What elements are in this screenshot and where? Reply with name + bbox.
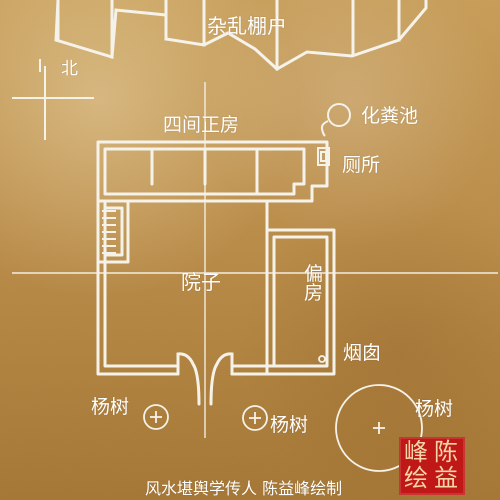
seal-char-bottom-left: 绘 (404, 464, 428, 492)
shacks-label: 杂乱棚户 (207, 14, 287, 38)
toilet-label: 厕所 (342, 154, 381, 176)
tree-mid-circle (242, 405, 268, 431)
septic-tank-circle (327, 103, 351, 127)
seal-char-top-left: 峰 (404, 438, 428, 466)
left-upper-room (96, 199, 130, 264)
north-label: 北 (61, 59, 78, 79)
side-house-label-top: 偏 (304, 263, 324, 285)
chimney-mark (318, 355, 326, 363)
tree-left-label: 杨树 (91, 396, 130, 418)
courtyard-label: 院子 (181, 270, 221, 294)
tree-mid-label: 杨树 (270, 414, 309, 436)
author-seal: 峰 陈 绘 益 (399, 437, 465, 495)
gate-right (209, 352, 234, 406)
tree-left-circle (143, 404, 169, 430)
tree-right-circle (335, 384, 423, 472)
side-house-label: 偏房 偏 房 (304, 265, 323, 303)
septic-tank-label: 化粪池 (361, 105, 419, 127)
toilet-outer (317, 147, 330, 166)
left-upper-wing (96, 199, 180, 376)
gate-left (176, 352, 201, 406)
courtyard-east-inner (272, 235, 329, 368)
main-house-label: 四间正房 (163, 114, 240, 136)
left-upper-room-inner (103, 206, 124, 257)
toilet-inner (320, 151, 327, 162)
side-house-label-bottom: 房 (304, 282, 324, 304)
tree-right-label: 杨树 (415, 398, 454, 420)
footer-credit: 风水堪舆学传人 陈益峰绘制 (145, 479, 343, 498)
main-house-inner-frame (103, 147, 306, 196)
seal-char-bottom-right: 益 (434, 464, 458, 492)
septic-tank-pipe (320, 120, 329, 137)
chimney-label: 烟囱 (343, 342, 382, 364)
seal-char-top-right: 陈 (434, 438, 458, 466)
